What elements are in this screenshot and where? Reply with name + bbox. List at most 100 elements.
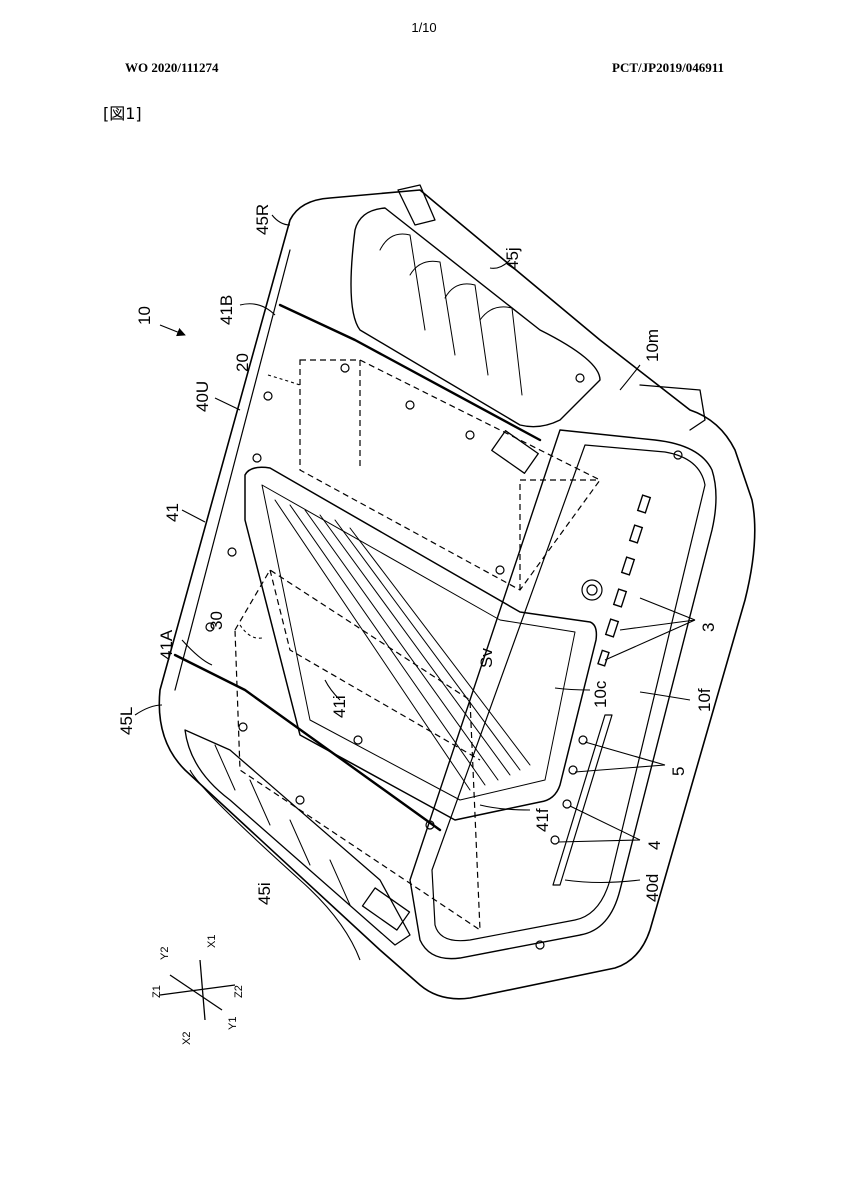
screw-hole-1 [340, 363, 350, 373]
leader-3c [604, 619, 696, 661]
usb-port-3 [620, 556, 636, 576]
vent-fin-d [479, 306, 523, 396]
screw-hole-6 [205, 622, 215, 632]
heatsink-fin-1 [274, 499, 471, 791]
screw-hole-5 [227, 547, 237, 557]
vent-45i-outline [184, 729, 411, 946]
label-40U: 40U [193, 381, 212, 412]
label-5: 5 [669, 767, 688, 776]
component-20-dashed [299, 359, 601, 591]
leader-40U [214, 397, 241, 411]
screw-hole-11 [495, 565, 505, 575]
axis-indicator [159, 959, 236, 1021]
label-45L: 45L [117, 707, 136, 735]
publication-number: WO 2020/111274 [125, 60, 219, 75]
label-41: 41 [163, 503, 182, 522]
vent-45i-fin-c [289, 819, 311, 866]
recess-right [491, 430, 539, 474]
leader-45j [489, 259, 511, 269]
opening-sv-inner [261, 484, 576, 801]
port-round-inner [586, 584, 598, 596]
axis-x2: X2 [181, 1032, 193, 1045]
screw-hole-2 [405, 400, 415, 410]
label-10: 10 [135, 306, 154, 325]
leader-41A [181, 639, 213, 666]
leader-41 [181, 509, 206, 523]
vent-45i-fin-d [329, 859, 351, 906]
axis-x1: X1 [206, 935, 218, 948]
leader-41i [324, 679, 341, 701]
page-number: 1/10 [411, 20, 437, 35]
vent-45i-fin-a [214, 744, 236, 791]
screw-hole-4 [252, 453, 262, 463]
label-40d: 40d [643, 874, 662, 902]
heatsink-fin-4 [319, 514, 511, 776]
label-3: 3 [699, 623, 718, 632]
application-number: PCT/JP2019/046911 [612, 60, 724, 75]
usb-port-1 [636, 494, 652, 514]
screw-hole-7 [238, 722, 248, 732]
button-4b [550, 835, 560, 845]
leader-20 [267, 374, 301, 386]
port-round [581, 579, 603, 601]
leader-30 [239, 624, 263, 639]
front-panel [409, 429, 717, 960]
button-5a [578, 735, 588, 745]
heatsink-fin-6 [349, 527, 531, 766]
leader-10m [619, 364, 641, 391]
label-41i: 41i [330, 695, 349, 718]
label-30: 30 [207, 611, 226, 630]
leader-41f [479, 804, 531, 811]
label-41A: 41A [157, 629, 176, 660]
leader-10f [639, 691, 691, 701]
button-5b [568, 765, 578, 775]
heatsink-fin-5 [334, 519, 521, 771]
screw-hole-12 [465, 430, 475, 440]
usb-port-6 [597, 649, 610, 667]
label-45R: 45R [253, 204, 272, 235]
screw-hole-14 [535, 940, 545, 950]
slot-40d [552, 714, 613, 886]
leader-45i-bracket [189, 769, 361, 961]
leader-10 [159, 324, 186, 337]
heatsink-fin-2 [289, 504, 486, 786]
leader-3a [639, 597, 696, 621]
leader-5a [584, 741, 666, 766]
axis-z2: Z2 [233, 985, 245, 998]
label-10m: 10m [643, 329, 662, 362]
component-30-dashed [234, 569, 481, 932]
housing-outline [158, 189, 756, 1000]
screw-hole-10 [425, 820, 435, 830]
axis-y1: Y1 [227, 1017, 239, 1030]
leader-3b [619, 619, 696, 631]
leader-10c [554, 687, 591, 691]
screw-hole-13 [575, 373, 585, 383]
heatsink-fin-3 [304, 509, 499, 781]
label-20: 20 [233, 353, 252, 372]
label-41B: 41B [217, 295, 236, 325]
label-10f: 10f [695, 688, 714, 712]
front-panel-inner [431, 444, 706, 942]
leader-4a [569, 805, 641, 841]
axis-z1: Z1 [151, 985, 163, 998]
screw-hole-8 [295, 795, 305, 805]
axis-y2: Y2 [159, 947, 171, 960]
label-10c: 10c [591, 680, 610, 708]
screw-hole-3 [263, 391, 273, 401]
figure-label: [図1] [103, 104, 142, 123]
button-4a [562, 799, 572, 809]
label-45j: 45j [503, 247, 522, 270]
leader-40d [564, 879, 641, 884]
recess-left [361, 887, 411, 931]
vent-45i-fin-b [249, 779, 271, 826]
usb-port-2 [628, 524, 644, 544]
usb-port-5 [604, 618, 620, 638]
top-cover-edge [174, 249, 291, 691]
usb-port-4 [612, 588, 628, 608]
vent-fin-c [444, 283, 489, 376]
leader-4b [557, 839, 641, 843]
label-45i: 45i [255, 882, 274, 905]
foot-right [639, 384, 706, 431]
cover-seam-left [173, 653, 442, 832]
